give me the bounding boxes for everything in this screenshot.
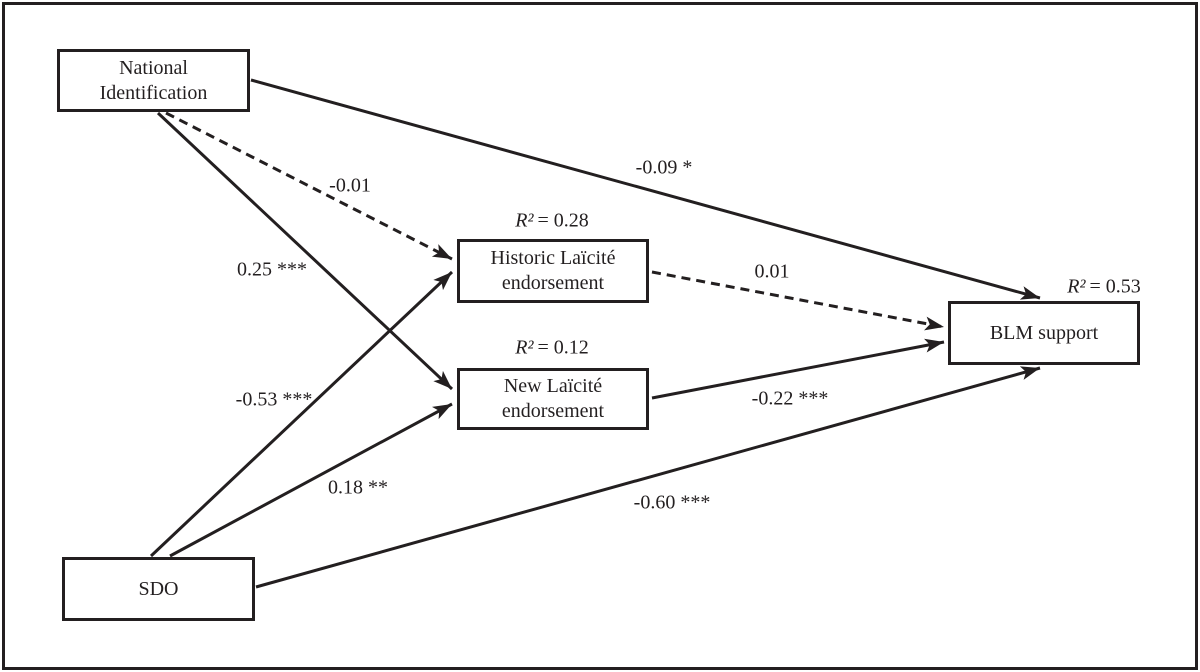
r2-symbol: R²	[515, 209, 534, 232]
coefficient-ni-to-new: 0.25 ***	[237, 258, 307, 281]
r2-value: = 0.28	[537, 209, 589, 232]
r2-label-historic-laicite: R²= 0.28	[515, 210, 589, 233]
path-line-ni-to-blm	[250, 78, 1041, 300]
node-label: SDO	[138, 577, 179, 600]
r2-value: = 0.53	[1089, 275, 1141, 298]
node-national-identification: National Identification	[57, 49, 250, 112]
r2-value: = 0.12	[537, 336, 589, 359]
node-label: National Identification	[99, 56, 208, 104]
coefficient-sdo-to-new: 0.18 **	[328, 476, 388, 499]
r2-label-new-laicite: R²= 0.12	[515, 337, 589, 360]
node-blm-support: BLM support	[948, 301, 1140, 365]
coefficient-sdo-to-historic: -0.53 ***	[235, 388, 313, 411]
coefficient-sdo-to-blm: -0.60 ***	[633, 491, 711, 514]
r2-symbol: R²	[515, 336, 534, 359]
path-line-ni-to-new	[156, 111, 454, 391]
node-label: BLM support	[989, 321, 1099, 344]
r2-symbol: R²	[1067, 275, 1086, 298]
node-label: Historic Laïcité endorsement	[490, 247, 616, 294]
coefficient-new-to-blm: -0.22 ***	[751, 387, 829, 410]
node-label: New Laïcité endorsement	[501, 375, 605, 422]
path-line-sdo-to-blm	[255, 366, 1041, 589]
node-sdo: SDO	[62, 557, 255, 621]
coefficient-ni-to-blm: -0.09 *	[635, 156, 693, 179]
node-historic-laicite-endorsement: Historic Laïcité endorsement	[457, 239, 649, 303]
node-new-laicite-endorsement: New Laïcité endorsement	[457, 368, 649, 430]
path-line-sdo-to-new	[169, 402, 453, 558]
path-line-sdo-to-historic	[149, 270, 454, 558]
path-line-historic-to-blm	[651, 270, 945, 331]
path-line-ni-to-historic	[165, 111, 453, 261]
coefficient-ni-to-historic: -0.01	[329, 174, 371, 197]
r2-label-blm-support: R²= 0.53	[1067, 276, 1141, 299]
coefficient-historic-to-blm: 0.01	[754, 260, 790, 283]
path-line-new-to-blm	[651, 338, 945, 400]
